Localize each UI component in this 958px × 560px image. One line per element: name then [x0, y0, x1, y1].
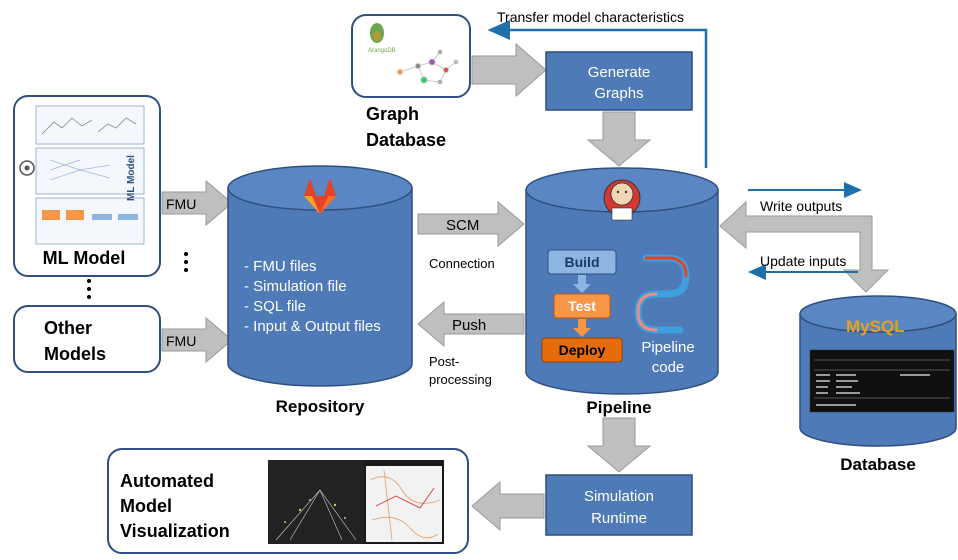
push-label: Push — [452, 317, 486, 334]
arrow-build-to-test — [573, 275, 591, 293]
sql-console-screenshot — [809, 349, 955, 413]
deploy-step: Deploy — [541, 337, 623, 363]
simulation-runtime-label-2: Runtime — [591, 510, 647, 527]
push-sub-label-2: processing — [429, 372, 492, 387]
simulation-runtime-label-1: Simulation — [584, 488, 654, 505]
gitlab-logo — [304, 178, 336, 214]
repo-item-simulation-file: - Simulation file — [244, 278, 347, 295]
build-step: Build — [547, 249, 617, 275]
visualization-label-3: Visualization — [120, 521, 230, 541]
update-inputs-label: Update inputs — [760, 253, 846, 269]
database-label: Database — [840, 455, 916, 474]
repository-cylinder: - FMU files - Simulation file - SQL file… — [227, 165, 413, 416]
other-models-box: Other Models — [13, 305, 161, 373]
repo-item-sql-file: - SQL file — [244, 298, 306, 315]
arrow-graphdb-to-generate — [471, 42, 547, 98]
arrow-pipeline-database — [719, 200, 890, 293]
arrow-generate-to-pipeline — [586, 111, 652, 167]
pipeline-label: Pipeline — [586, 398, 651, 417]
fmu-label-2: FMU — [166, 333, 196, 349]
other-models-label-1: Other — [44, 318, 92, 338]
fmu-arrow-ml: FMU — [161, 179, 233, 227]
database-cylinder: MySQL Database — [799, 295, 957, 474]
jenkins-logo — [603, 179, 641, 221]
brain-icon — [19, 160, 35, 176]
pipeline-code-label-1: Pipeline — [641, 339, 694, 356]
pipeline-cylinder: Build Test Deploy Pipeline code Pipeline — [525, 167, 719, 417]
repo-item-io-files: - Input & Output files — [244, 318, 381, 335]
write-outputs-label: Write outputs — [760, 198, 842, 214]
ml-model-side-label: ML Model — [126, 155, 137, 201]
generate-graphs-label-1: Generate — [588, 64, 651, 81]
arangodb-logo-text: ArangoDB — [368, 48, 396, 54]
write-outputs: Write outputs — [748, 182, 862, 214]
push-arrow: Push Post- processing — [417, 300, 525, 387]
push-sub-label-1: Post- — [429, 354, 459, 369]
visualization-box: Automated Model Visualization — [107, 448, 469, 554]
feedback-label: Transfer model characteristics — [497, 9, 684, 25]
ml-model-label: ML Model — [43, 248, 126, 268]
arangodb-logo: ArangoDB — [368, 23, 396, 54]
fmu-label-1: FMU — [166, 196, 196, 212]
update-inputs: Update inputs — [748, 253, 858, 280]
generate-graphs-label-2: Graphs — [594, 85, 643, 102]
scm-arrow: SCM Connection — [417, 200, 525, 271]
visualization-label-2: Model — [120, 496, 172, 516]
visualization-screenshot — [268, 460, 444, 544]
test-label: Test — [568, 298, 596, 314]
ml-model-box: ML Model ML Model — [13, 95, 161, 277]
repo-item-fmu-files: - FMU files — [244, 258, 317, 275]
ellipsis-dots — [87, 252, 188, 299]
arrow-simulation-to-visualization — [471, 480, 545, 532]
fmu-arrow-other: FMU — [161, 316, 233, 364]
pipeline-code-label-2: code — [652, 359, 685, 376]
visualization-label-1: Automated — [120, 471, 214, 491]
scm-sub-label: Connection — [429, 256, 495, 271]
other-models-label-2: Models — [44, 344, 106, 364]
generate-graphs-box: Generate Graphs — [545, 51, 693, 111]
graph-db-label-2: Database — [366, 130, 446, 150]
scm-label: SCM — [446, 217, 479, 234]
arrow-pipeline-to-simulation — [586, 417, 652, 473]
graph-network-icon — [397, 49, 459, 85]
graph-db-label-1: Graph — [366, 104, 419, 124]
mysql-logo: MySQL — [846, 317, 905, 336]
build-label: Build — [565, 254, 600, 270]
simulation-runtime-box: Simulation Runtime — [545, 474, 693, 536]
feedback-arrow: Transfer model characteristics — [487, 9, 708, 168]
test-step: Test — [553, 293, 611, 319]
pipeline-code-icon — [634, 254, 690, 334]
repository-label: Repository — [276, 397, 365, 416]
graph-database: ArangoDB Graph Database — [351, 14, 471, 150]
arrow-test-to-deploy — [573, 319, 591, 337]
deploy-label: Deploy — [559, 342, 606, 358]
